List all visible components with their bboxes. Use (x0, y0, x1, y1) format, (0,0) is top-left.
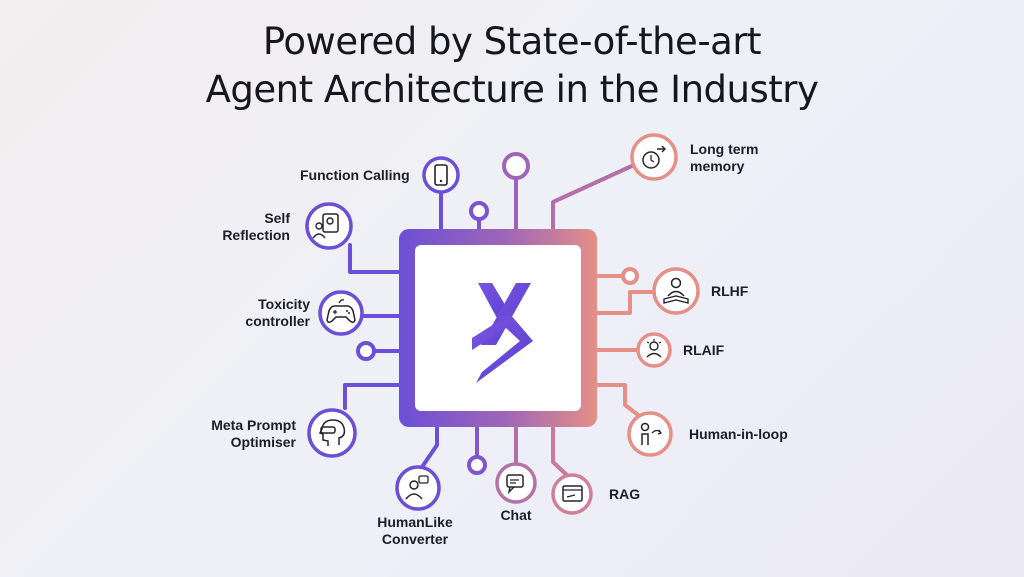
person-chat-icon (395, 465, 441, 511)
label-self-reflection-line1: Self (264, 210, 290, 226)
label-function-calling: Function Calling (300, 167, 410, 183)
label-self-reflection-line2: Reflection (222, 227, 290, 243)
gamepad-icon (318, 290, 364, 336)
label-toxicity-line2: controller (245, 313, 310, 329)
terminal-dots (356, 152, 639, 475)
terminal-dot (469, 201, 489, 221)
label-human-in-loop: Human-in-loop (689, 426, 788, 442)
title-line-1: Powered by State-of-the-art (262, 20, 762, 63)
label-humanlike-converter: HumanLike Converter (365, 514, 465, 548)
label-rag: RAG (609, 486, 641, 502)
label-self-reflection: Self Reflection (218, 210, 290, 244)
label-toxicity-line1: Toxicity (258, 296, 310, 312)
label-long-term-memory: Long term memory (690, 141, 758, 175)
terminal-dot (502, 152, 530, 180)
memory-clock-icon (630, 133, 678, 181)
person-book-icon (652, 267, 700, 315)
label-humanlike-line2: Converter (381, 531, 449, 547)
smartphone-icon (422, 156, 460, 194)
title-line-2: Agent Architecture in the Industry (205, 68, 819, 111)
chat-bubble-icon (495, 462, 537, 504)
mirror-person-icon (305, 202, 353, 250)
terminal-dot (356, 341, 376, 361)
ai-gear-icon (636, 332, 672, 368)
person-loop-icon (627, 411, 673, 457)
vr-head-icon (307, 408, 357, 458)
label-rlaif: RLAIF (683, 342, 725, 358)
browser-window-icon (551, 473, 593, 515)
label-meta-prompt-optimiser: Meta Prompt Optimiser (190, 417, 296, 451)
label-memory-line2: memory (690, 158, 745, 174)
label-rlhf: RLHF (711, 283, 749, 299)
label-toxicity-controller: Toxicity controller (218, 296, 310, 330)
label-humanlike-line1: HumanLike (377, 514, 453, 530)
label-memory-line1: Long term (690, 141, 759, 157)
label-meta-prompt-line1: Meta Prompt (211, 417, 296, 433)
terminal-dot (621, 267, 639, 285)
label-chat: Chat (500, 507, 532, 523)
label-meta-prompt-line2: Optimiser (230, 434, 296, 450)
terminal-dot (467, 455, 487, 475)
brand-logo-icon (472, 283, 533, 383)
